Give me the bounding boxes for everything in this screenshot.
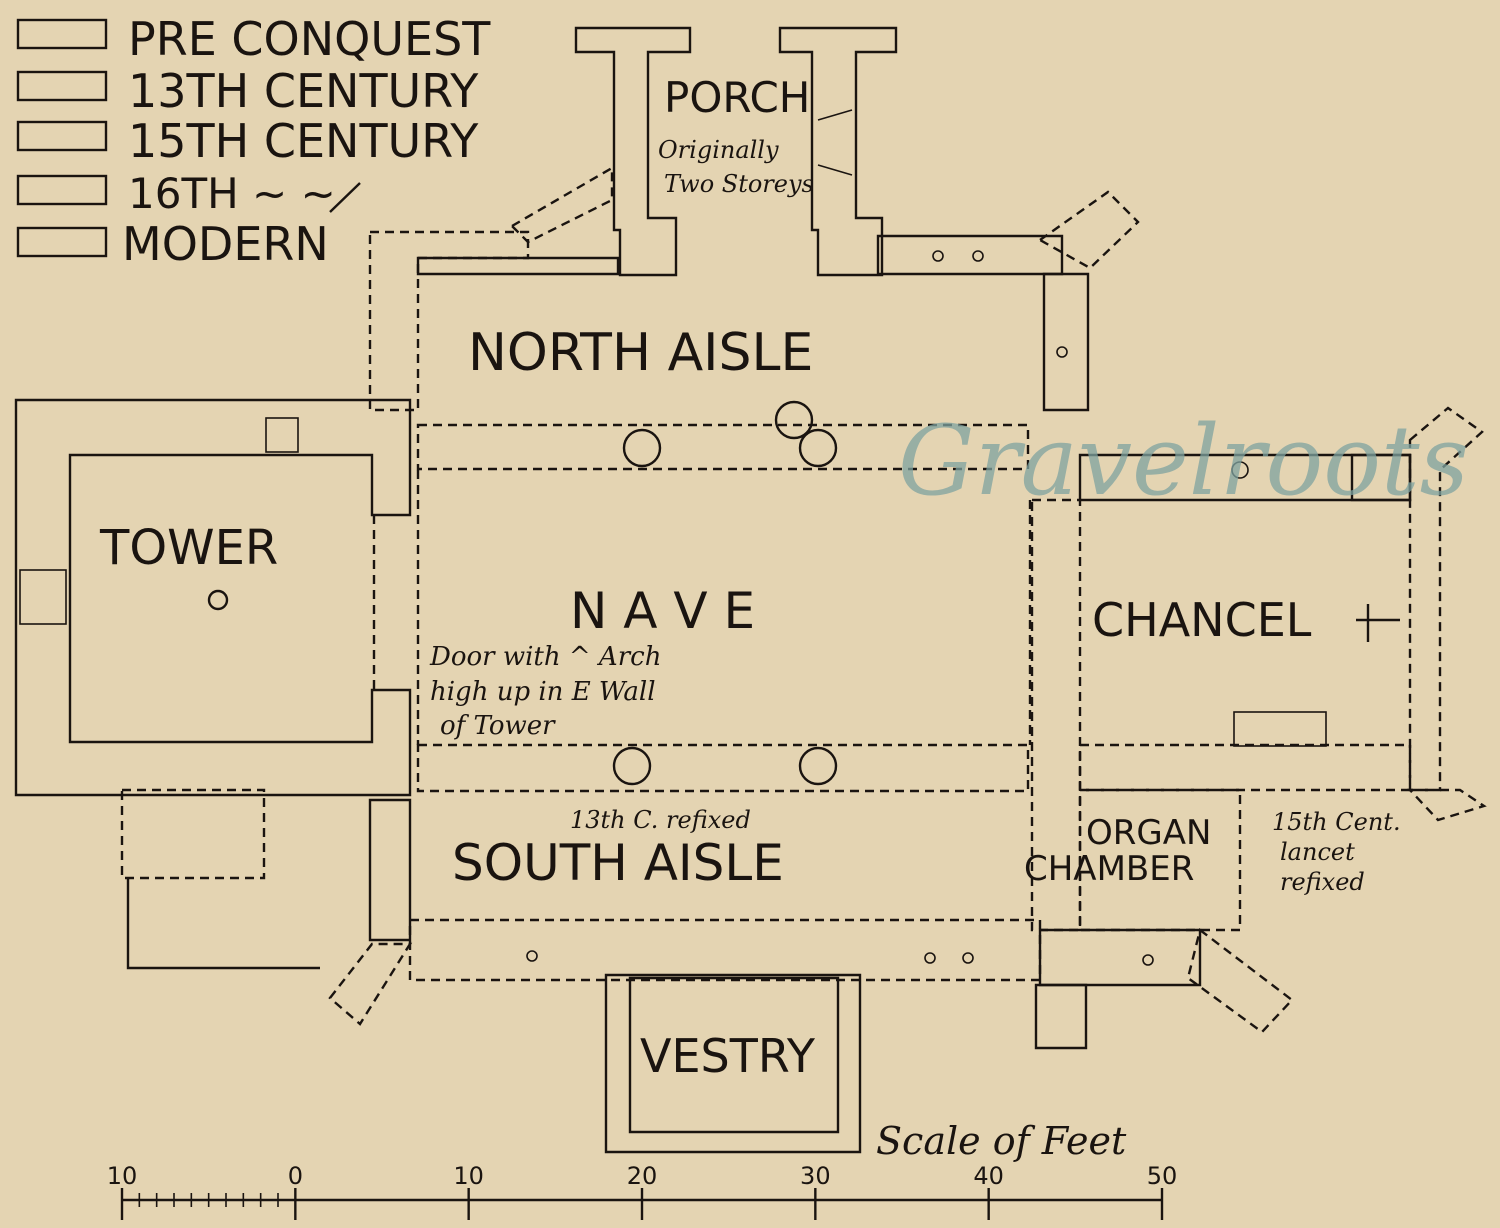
legend: PRE CONQUEST 13TH CENTURY 15TH CENTURY 1… (16, 12, 491, 271)
north-arcade-pier-2 (774, 400, 814, 440)
legend-tick-mark (329, 182, 361, 213)
south-arcade: 13th C. refixed (416, 743, 1030, 834)
scale-title: Scale of Feet (876, 1119, 1127, 1163)
scale-tick-label: 30 (800, 1162, 831, 1190)
porch-note-line2: Two Storeys (664, 170, 814, 198)
scale-tick-label: 40 (973, 1162, 1004, 1190)
north-aisle-label: NORTH AISLE (468, 323, 813, 383)
legend-label-pre-conquest: PRE CONQUEST (128, 12, 491, 66)
chancel-arch-wall (1030, 498, 1082, 932)
organ-chamber-label-line2: CHAMBER (1024, 849, 1194, 889)
legend-label-modern: MODERN (122, 217, 329, 271)
legend-label-15th-century: 15TH CENTURY (128, 114, 479, 168)
vestry-label: VESTRY (640, 1029, 816, 1083)
north-arcade-pier-3 (798, 428, 838, 468)
organ-chamber: ORGAN CHAMBER (1024, 788, 1242, 932)
tower-marker (207, 589, 229, 611)
north-buttress-east (1037, 190, 1140, 270)
door-note-line3: of Tower (440, 711, 556, 741)
tower: TOWER (14, 398, 412, 970)
door-note-line1: Door with ^ Arch (429, 642, 661, 672)
south-buttress-west (328, 942, 413, 1026)
chancel-label: CHANCEL (1092, 593, 1312, 647)
scale-tick-label: 0 (288, 1162, 303, 1190)
legend-item-15th-century: 15TH CENTURY (16, 114, 479, 168)
legend-swatch-13th-century (16, 70, 108, 102)
lancet-note-line1: 15th Cent. (1272, 808, 1401, 836)
lancet-note-line3: refixed (1280, 868, 1365, 896)
north-wall (368, 165, 1140, 412)
porch-note-line1: Originally (658, 136, 779, 164)
porch-label: PORCH (664, 73, 810, 122)
north-buttress-west (510, 165, 614, 244)
lancet-note-line2: lancet (1280, 838, 1355, 866)
nave: N A V E Door with ^ Arch high up in E Wa… (372, 470, 1032, 745)
chancel: CHANCEL (1030, 406, 1487, 932)
south-buttress-east (1034, 983, 1088, 1050)
legend-item-pre-conquest: PRE CONQUEST (16, 12, 491, 66)
legend-label-16th-century: 16TH ~ ~ (128, 169, 336, 218)
legend-item-13th-century: 13TH CENTURY (16, 64, 479, 118)
scale-tick-label: 50 (1147, 1162, 1178, 1190)
watermark-logo: Gravelroots (898, 405, 1469, 517)
tower-label: TOWER (99, 520, 278, 576)
south-arcade-pier-1 (612, 746, 652, 786)
north-arcade-pier-1 (622, 428, 662, 468)
legend-swatch-15th-century (16, 120, 108, 152)
porch-west-wall (574, 26, 692, 277)
organ-chamber-label-line1: ORGAN (1086, 813, 1211, 853)
tower-walls (14, 398, 412, 797)
porch: PORCH Originally Two Storeys (574, 26, 898, 277)
scale-bar: Scale of Feet 10 0 10 20 30 40 50 (107, 1119, 1178, 1220)
scale-tick-label: 20 (627, 1162, 658, 1190)
scale-tick-label: 10 (453, 1162, 484, 1190)
legend-item-modern: MODERN (16, 217, 329, 271)
south-aisle-south-wall (408, 918, 1042, 982)
nave-label: N A V E (570, 582, 755, 640)
organ-chamber-walls (1078, 788, 1242, 932)
chancel-south-buttress (1186, 927, 1294, 1034)
legend-item-16th-century: 16TH ~ ~ (16, 169, 361, 218)
vestry: VESTRY (604, 973, 862, 1154)
scale-major-ticks: 10 0 10 20 30 40 50 (107, 1162, 1178, 1220)
legend-swatch-16th-century (16, 174, 108, 206)
chancel-south-wall (1078, 743, 1412, 792)
vestry-outer-wall (604, 973, 862, 1154)
north-arcade (416, 400, 1030, 471)
legend-swatch-modern (16, 226, 108, 258)
north-aisle-east-wall (1042, 272, 1090, 412)
legend-label-13th-century: 13TH CENTURY (128, 64, 479, 118)
south-aisle-label: SOUTH AISLE (452, 834, 784, 892)
vestry-inner-wall (628, 976, 840, 1134)
scale-tick-label: 10 (107, 1162, 138, 1190)
south-aisle-west-wall (368, 798, 412, 942)
legend-swatch-pre-conquest (16, 18, 108, 50)
refixed-13th-note: 13th C. refixed (570, 806, 751, 834)
tower-buttress-south (120, 788, 266, 880)
south-arcade-pier-2 (798, 746, 838, 786)
door-note-line2: high up in E Wall (430, 677, 656, 707)
